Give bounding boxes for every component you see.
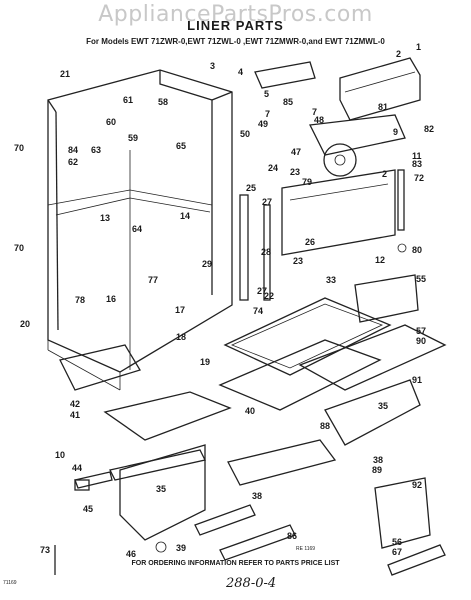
wire-shelves <box>218 297 447 411</box>
callout-82: 82 <box>424 124 435 134</box>
callout-4: 4 <box>238 67 244 77</box>
trim-strips <box>74 471 446 576</box>
callout-41: 41 <box>70 410 81 420</box>
callout-33: 33 <box>326 275 337 285</box>
callout-55: 55 <box>416 274 427 284</box>
diagram-title: LINER PARTS <box>187 18 284 33</box>
callout-12: 12 <box>375 255 386 265</box>
callout-9: 9 <box>393 127 399 137</box>
callout-44: 44 <box>72 463 83 473</box>
shelf-rails <box>239 169 405 301</box>
callout-1: 1 <box>416 42 422 52</box>
callout-27-secondary: 27 <box>257 286 268 296</box>
ordering-info: FOR ORDERING INFORMATION REFER TO PARTS … <box>131 560 340 567</box>
callout-20: 20 <box>20 319 31 329</box>
control-housing <box>254 57 421 121</box>
callout-18: 18 <box>176 332 187 342</box>
callout-21: 21 <box>60 69 71 79</box>
callout-10: 10 <box>55 450 66 460</box>
liner-cabinet <box>47 69 233 391</box>
callout-72: 72 <box>414 173 425 183</box>
callout-78: 78 <box>75 295 86 305</box>
evaporator-cover <box>281 169 396 256</box>
callout-63: 63 <box>91 145 102 155</box>
handwritten-note: 288-0-4 <box>226 576 277 591</box>
callout-83: 83 <box>412 159 423 169</box>
callout-7-secondary: 7 <box>265 109 271 119</box>
callout-86: 86 <box>287 531 298 541</box>
models-line: For Models EWT 71ZWR-0,EWT 71ZWL-0 ,EWT … <box>86 37 385 46</box>
callout-91: 91 <box>412 375 423 385</box>
callout-42: 42 <box>70 399 81 409</box>
callout-90: 90 <box>416 336 427 346</box>
callout-16: 16 <box>106 294 117 304</box>
crisper-pans <box>59 274 431 549</box>
callout-89: 89 <box>372 465 383 475</box>
callout-14: 14 <box>180 211 191 221</box>
callout-58: 58 <box>158 97 169 107</box>
callout-67: 67 <box>392 547 403 557</box>
callout-77: 77 <box>148 275 159 285</box>
callout-46: 46 <box>126 549 137 559</box>
callout-23: 23 <box>290 167 301 177</box>
callout-40: 40 <box>245 406 256 416</box>
callout-85: 85 <box>283 97 294 107</box>
callout-80: 80 <box>412 245 423 255</box>
callout-5: 5 <box>264 89 270 99</box>
callout-74: 74 <box>253 306 264 316</box>
figure-reference: RE 1169 <box>296 546 316 552</box>
callout-28: 28 <box>261 247 272 257</box>
callout-57: 57 <box>416 326 427 336</box>
callout-24: 24 <box>268 163 279 173</box>
callout-26: 26 <box>305 237 316 247</box>
callout-60: 60 <box>106 117 117 127</box>
callout-38-secondary: 38 <box>252 491 263 501</box>
callout-3: 3 <box>210 61 216 71</box>
callout-48: 48 <box>314 115 325 125</box>
callout-17: 17 <box>175 305 186 315</box>
callout-35-secondary: 35 <box>156 484 167 494</box>
callout-7: 7 <box>312 107 318 117</box>
callout-19: 19 <box>200 357 211 367</box>
callout-64: 64 <box>132 224 143 234</box>
callout-29: 29 <box>202 259 213 269</box>
document-code: 71169 <box>3 580 17 586</box>
callout-35: 35 <box>378 401 389 411</box>
callout-11: 11 <box>412 151 422 161</box>
callout-62: 62 <box>68 157 79 167</box>
glass-shelves <box>103 391 337 486</box>
callout-25: 25 <box>246 183 257 193</box>
callout-88: 88 <box>320 421 331 431</box>
callout-79: 79 <box>302 177 313 187</box>
callout-38: 38 <box>373 455 384 465</box>
callout-23-secondary: 23 <box>293 256 304 266</box>
callout-2-secondary: 2 <box>382 169 388 179</box>
callout-49: 49 <box>258 119 269 129</box>
callout-27: 27 <box>262 197 273 207</box>
callout-39: 39 <box>176 543 187 553</box>
callout-70: 70 <box>14 143 25 153</box>
callout-56: 56 <box>392 537 403 547</box>
callout-92: 92 <box>412 480 423 490</box>
callout-65: 65 <box>176 141 187 151</box>
callout-70-secondary: 70 <box>14 243 25 253</box>
callout-61: 61 <box>123 95 134 105</box>
callout-13: 13 <box>100 213 111 223</box>
callout-2: 2 <box>396 49 402 59</box>
callout-22: 22 <box>264 291 275 301</box>
callout-59: 59 <box>128 133 139 143</box>
callout-47: 47 <box>291 147 302 157</box>
callout-45: 45 <box>83 504 94 514</box>
fan-assembly <box>309 114 406 177</box>
callout-81: 81 <box>378 102 389 112</box>
watermark: AppliancePartsPros.com <box>98 2 373 27</box>
callout-50: 50 <box>240 129 251 139</box>
hardware-parts <box>54 243 407 575</box>
callout-73: 73 <box>40 545 51 555</box>
callout-84: 84 <box>68 145 79 155</box>
